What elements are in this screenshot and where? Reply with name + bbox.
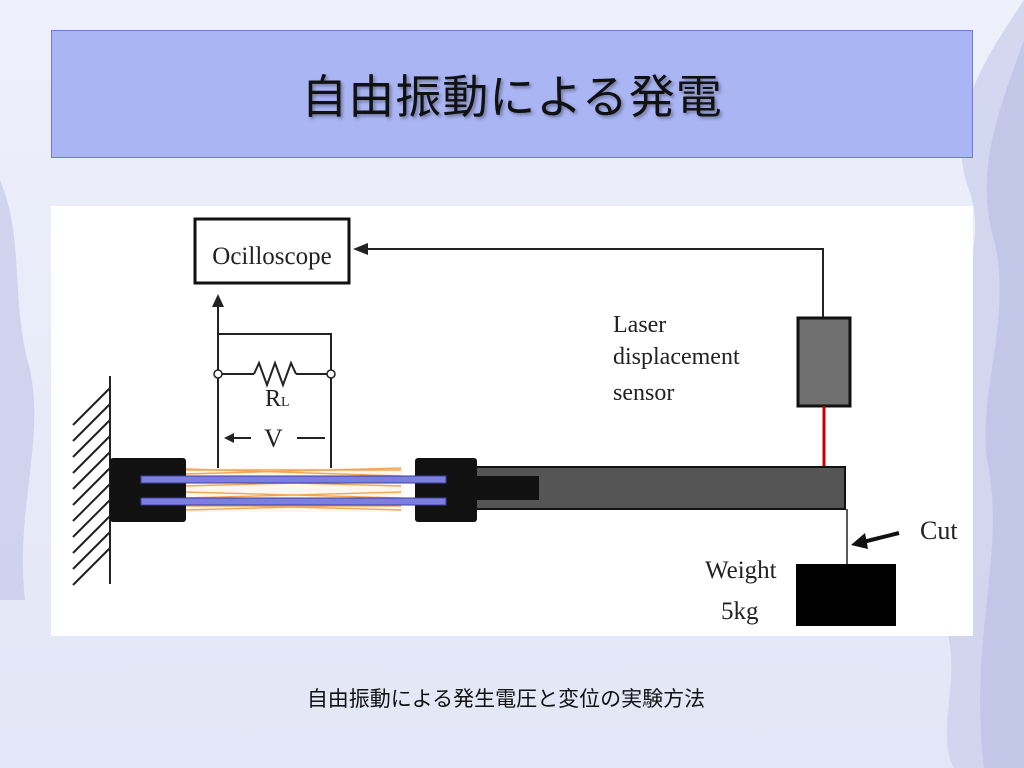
resistor-label: RL	[265, 386, 290, 412]
terminal-right	[326, 369, 336, 379]
cut-label: Cut	[920, 516, 958, 545]
rod-top	[140, 475, 447, 484]
laser-sensor	[796, 316, 852, 408]
figure-caption: 自由振動による発生電圧と変位の実験方法	[306, 687, 706, 711]
slide-title: 自由振動による発電	[301, 70, 723, 124]
cut-arrow-head	[851, 533, 868, 549]
voltage-label: V	[264, 424, 283, 453]
terminal-left	[213, 369, 223, 379]
beam-insert	[471, 476, 539, 500]
fixed-wall	[72, 376, 111, 586]
circuit-arrow-head	[212, 294, 224, 307]
circuit-wires	[217, 306, 332, 468]
experiment-diagram: RL V Ocilloscope Laser displacement sens…	[51, 206, 973, 636]
voltage-arrow-left	[224, 433, 234, 443]
title-banner: 自由振動による発電	[51, 30, 973, 158]
rod-bottom	[140, 497, 447, 506]
decorative-swirl-left	[0, 180, 35, 600]
oscilloscope-label: Ocilloscope	[212, 243, 331, 270]
weight-value: 5kg	[721, 598, 759, 625]
laser-sensor-label: Laser displacement sensor	[613, 312, 746, 406]
weight-block	[796, 564, 896, 626]
right-clamp	[415, 458, 477, 522]
sensor-arrow-head	[353, 243, 368, 255]
oscilloscope-box	[193, 217, 351, 285]
sensor-signal-wire	[363, 248, 824, 318]
diagram-svg: RL V Ocilloscope Laser displacement sens…	[72, 217, 958, 626]
left-clamp	[110, 458, 186, 522]
weight-label: Weight	[705, 557, 777, 584]
